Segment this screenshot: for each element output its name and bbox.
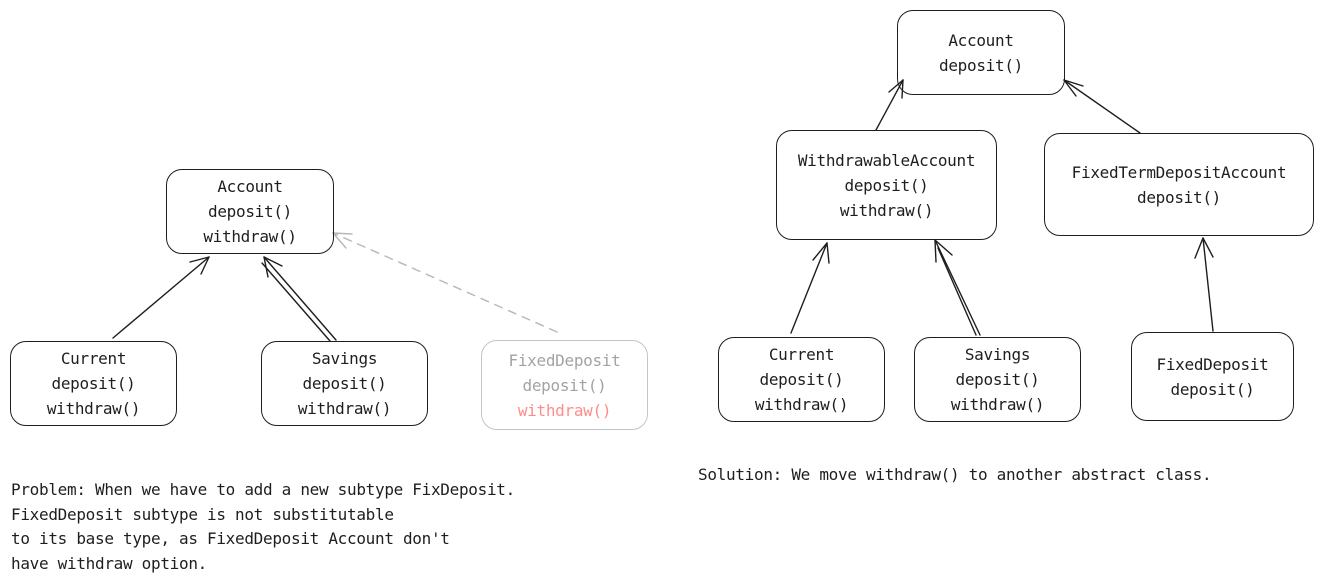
arrow-savings-to-withdrawable bbox=[934, 239, 981, 336]
arrow-fixedterm-to-account bbox=[1063, 79, 1141, 134]
class-name: Current bbox=[60, 349, 127, 368]
method-deposit: deposit() bbox=[955, 370, 1040, 389]
arrow-fixeddeposit-to-fixedterm bbox=[1194, 237, 1214, 332]
method-deposit: deposit() bbox=[844, 175, 929, 195]
class-fixedterm-deposit-account: FixedTermDepositAccount deposit() bbox=[1044, 133, 1314, 236]
arrow-savings-to-account bbox=[261, 256, 337, 342]
class-savings-solution: Savings deposit() withdraw() bbox=[914, 337, 1081, 422]
class-current-problem: Current deposit() withdraw() bbox=[10, 341, 177, 426]
arrow-current-to-account bbox=[112, 256, 210, 339]
method-deposit: deposit() bbox=[208, 202, 292, 221]
class-name: Savings bbox=[964, 345, 1031, 364]
method-deposit: deposit() bbox=[51, 374, 136, 393]
class-current-solution: Current deposit() withdraw() bbox=[718, 337, 885, 422]
arrow-current-to-withdrawable bbox=[790, 242, 830, 334]
method-deposit: deposit() bbox=[302, 374, 387, 393]
problem-note: Problem: When we have to add a new subty… bbox=[11, 480, 515, 573]
method-deposit: deposit() bbox=[522, 375, 607, 395]
class-name: Account bbox=[948, 30, 1014, 50]
class-name: FixedTermDepositAccount bbox=[1071, 162, 1287, 182]
class-name: FixedDeposit bbox=[508, 350, 621, 370]
solution-note: Solution: We move withdraw() to another … bbox=[698, 465, 1212, 484]
class-name: Account bbox=[217, 177, 283, 196]
class-fixeddeposit-solution: FixedDeposit deposit() bbox=[1131, 332, 1294, 421]
class-name: FixedDeposit bbox=[1156, 354, 1269, 374]
method-withdraw: withdraw() bbox=[754, 395, 849, 414]
class-savings-problem: Savings deposit() withdraw() bbox=[261, 341, 428, 426]
method-deposit: deposit() bbox=[759, 370, 844, 389]
class-account-solution: Account deposit() bbox=[897, 10, 1065, 95]
method-deposit: deposit() bbox=[1170, 379, 1255, 399]
class-name: WithdrawableAccount bbox=[797, 150, 976, 170]
method-withdraw: withdraw() bbox=[46, 399, 141, 418]
method-deposit: deposit() bbox=[939, 55, 1023, 75]
arrow-fixeddeposit-to-account-dashed bbox=[332, 232, 558, 333]
class-account-problem: Account deposit() withdraw() bbox=[166, 169, 334, 254]
method-withdraw: withdraw() bbox=[839, 200, 934, 220]
method-withdraw-invalid: withdraw() bbox=[517, 400, 612, 420]
class-name: Current bbox=[768, 345, 835, 364]
method-withdraw: withdraw() bbox=[203, 227, 297, 246]
class-withdrawable-account: WithdrawableAccount deposit() withdraw() bbox=[776, 130, 997, 240]
class-fixeddeposit-problem: FixedDeposit deposit() withdraw() bbox=[481, 340, 648, 430]
class-name: Savings bbox=[311, 349, 378, 368]
method-deposit: deposit() bbox=[1137, 187, 1221, 207]
method-withdraw: withdraw() bbox=[297, 399, 392, 418]
method-withdraw: withdraw() bbox=[950, 395, 1045, 414]
